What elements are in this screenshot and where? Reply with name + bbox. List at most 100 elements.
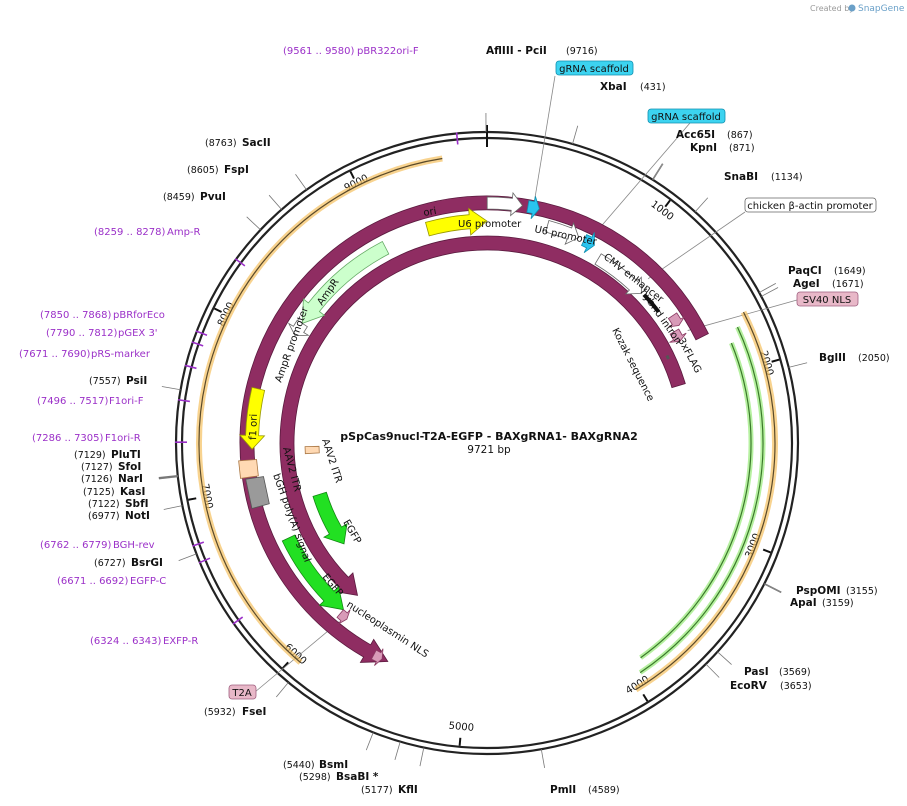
enzyme-leader <box>246 216 261 231</box>
primer-range: (6671 .. 6692) <box>57 576 129 587</box>
primer-mark <box>195 330 208 337</box>
enzyme-leader <box>758 283 777 293</box>
enzyme-label: KflI <box>398 784 418 796</box>
primer-range: (7671 .. 7690) <box>19 349 91 360</box>
enzyme-label: NotI <box>125 510 150 522</box>
enzyme-pos: (7122) <box>88 499 120 510</box>
enzyme-pos: (5932) <box>204 707 236 718</box>
enzyme-pos: (7127) <box>81 462 113 473</box>
enzyme-label: PmlI <box>550 784 576 796</box>
enzyme-label: AflIII - PciI <box>486 45 547 57</box>
u6-promoter-label: U6 promoter <box>458 219 522 230</box>
t2a-label: T2A <box>228 684 257 700</box>
enzyme-pos: (5298) <box>299 772 331 783</box>
enzyme-label: PaqCI <box>788 265 822 277</box>
credit-brand: SnapGene <box>858 4 905 14</box>
cmv-enhancer-arrow <box>594 253 642 295</box>
enzyme-pos: (6727) <box>94 558 126 569</box>
enzyme-leader <box>651 163 663 180</box>
enzyme-label: SfoI <box>118 461 141 473</box>
primer-mark <box>455 132 459 145</box>
enzyme-pos: (3155) <box>846 586 878 597</box>
f1-ori-arrow <box>238 386 266 450</box>
orf-green-arc-2 <box>640 342 752 659</box>
orf-cas9-arc <box>635 311 776 691</box>
enzyme-label: Acc65I <box>676 129 715 141</box>
t2a-box <box>336 609 351 625</box>
tick-mark <box>664 199 671 208</box>
enzyme-leader <box>394 741 401 761</box>
enzyme-label: KasI <box>120 486 145 498</box>
label-leader <box>647 211 746 280</box>
u6-promoter-arrow-2 <box>545 220 580 246</box>
3xflag-box <box>667 312 685 328</box>
enzyme-pos: (431) <box>640 82 666 93</box>
enzyme-pos: (3569) <box>779 667 811 678</box>
primer-label: F1ori-F <box>109 396 144 407</box>
enzyme-pos: (7557) <box>89 376 121 387</box>
primer-mark <box>234 258 246 267</box>
svg-text:chicken β-actin promoter: chicken β-actin promoter <box>747 201 873 212</box>
primer-mark <box>184 364 197 370</box>
enzyme-label: SnaBI <box>724 171 758 183</box>
enzyme-label: ApaI <box>790 597 817 609</box>
enzyme-label: PsiI <box>126 375 147 387</box>
u6-promoter-arrow-1 <box>486 191 524 217</box>
primer-label: EXFP-R <box>163 636 198 647</box>
enzyme-pos: (8459) <box>163 192 195 203</box>
svg-text:gRNA scaffold: gRNA scaffold <box>651 112 721 123</box>
orf-green-halo-2 <box>639 342 754 660</box>
enzyme-label: PvuI <box>200 191 226 203</box>
grna-scaffold-2 <box>580 232 595 254</box>
tick-mark <box>349 170 355 180</box>
enzyme-pos: (7125) <box>83 487 115 498</box>
enzyme-label: NarI <box>118 473 143 485</box>
ori-label: ori <box>423 206 438 219</box>
enzyme-label: SacII <box>242 137 271 149</box>
primer-range: (6324 .. 6343) <box>90 636 162 647</box>
ampr-arrow <box>301 240 390 324</box>
gRNA-scaffold-label-2: gRNA scaffold <box>647 108 726 124</box>
enzyme-pos: (3653) <box>780 681 812 692</box>
primer-label: BGH-rev <box>113 540 155 551</box>
tick-mark <box>213 307 223 313</box>
enzyme-pos: (6977) <box>88 511 120 522</box>
enzyme-leader <box>158 475 178 478</box>
plasmid-title: pSpCas9nucl-T2A-EGFP - BAXgRNA1- BAXgRNA… <box>340 430 637 443</box>
orf-left-arc <box>198 157 443 663</box>
enzyme-pos: (867) <box>727 130 753 141</box>
tick-mark <box>762 548 771 554</box>
enzyme-leader <box>788 362 808 368</box>
enzyme-leader <box>161 386 181 391</box>
primer-label: F1ori-R <box>105 433 141 444</box>
primer-range: (8259 .. 8278) <box>94 227 166 238</box>
aav2-itr-right-box <box>304 445 320 455</box>
enzyme-pos: (7129) <box>74 450 106 461</box>
enzyme-leader <box>163 505 183 510</box>
label-leader <box>592 122 691 237</box>
enzyme-leader <box>540 749 546 769</box>
primer-range: (7496 .. 7517) <box>37 396 109 407</box>
enzyme-label: XbaI <box>600 81 627 93</box>
primer-mark <box>177 398 191 403</box>
snapgene-logo-icon <box>848 4 856 12</box>
enzyme-label: BsrGI <box>131 557 163 569</box>
enzyme-leader <box>572 125 579 145</box>
enzyme-leader <box>717 651 732 665</box>
enzyme-pos: (8763) <box>205 138 237 149</box>
ampr-promoter-arrow <box>287 319 310 337</box>
enzyme-leader <box>419 747 425 767</box>
enzyme-label: PluTI <box>111 449 141 461</box>
enzyme-leader <box>694 197 709 213</box>
sv40-nls-label: SV40 NLS <box>796 291 859 307</box>
enzyme-leader <box>705 663 720 678</box>
enzyme-label: SbfI <box>125 498 149 510</box>
enzyme-label: FseI <box>242 706 266 718</box>
primer-label: pBR322ori-F <box>357 46 419 57</box>
enzyme-leader <box>158 475 178 479</box>
bgh-polya-box <box>245 476 270 510</box>
enzyme-pos: (4589) <box>588 785 620 796</box>
chicken-beta-actin-promoter-label: chicken β-actin promoter <box>744 197 877 213</box>
enzyme-pos: (1671) <box>832 279 864 290</box>
